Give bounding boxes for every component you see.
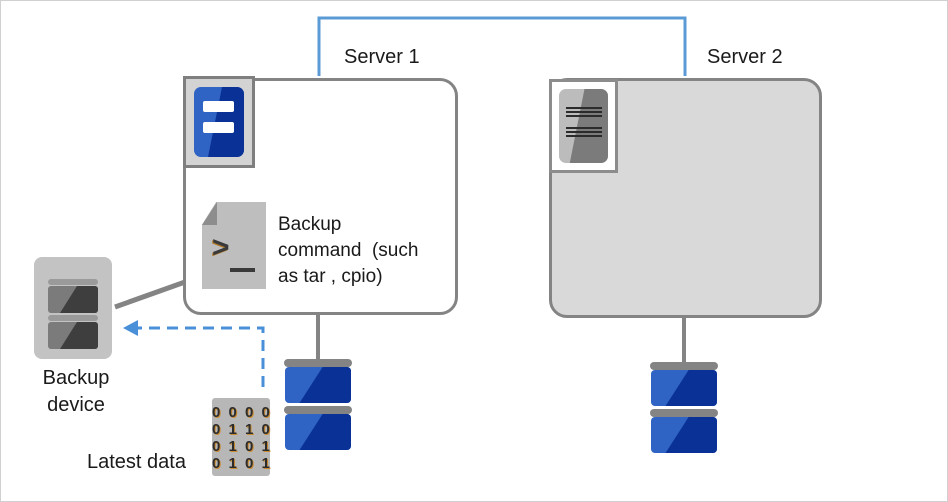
server2-title: Server 2 bbox=[707, 46, 783, 68]
disk-body bbox=[285, 367, 351, 403]
backup-device-label: Backup device bbox=[42, 367, 110, 416]
server-gray-icon bbox=[559, 89, 608, 163]
server-icon-line bbox=[566, 127, 602, 129]
restore-arrowhead-icon bbox=[123, 320, 138, 336]
binary-data-icon: 0 0 0 0 0 1 1 0 0 1 0 1 0 1 0 1 bbox=[212, 398, 270, 476]
disk-cap bbox=[284, 359, 352, 367]
latest-data-label: Latest data bbox=[87, 451, 186, 473]
disk-cap bbox=[284, 406, 352, 414]
network-link-bracket bbox=[317, 16, 687, 76]
server-icon-line bbox=[566, 111, 602, 113]
binary-row: 0 1 1 0 bbox=[212, 421, 272, 438]
server-icon-line bbox=[566, 115, 602, 117]
server-blue-icon bbox=[194, 87, 244, 157]
binary-row: 0 0 0 0 bbox=[212, 404, 272, 421]
tape-cap bbox=[48, 279, 98, 285]
disk-cap bbox=[650, 362, 718, 370]
terminal-document-icon: > bbox=[202, 202, 266, 289]
server1-badge bbox=[183, 76, 255, 168]
disk-body bbox=[285, 414, 351, 450]
tape-body bbox=[48, 322, 98, 349]
disk-body bbox=[651, 417, 717, 453]
server-icon-line bbox=[566, 135, 602, 137]
disk-stack-icon[interactable] bbox=[284, 359, 352, 457]
backup-device-connector bbox=[114, 279, 186, 310]
prompt-chevron-icon: > bbox=[212, 231, 230, 264]
server-icon-line bbox=[566, 131, 602, 133]
tape-cap bbox=[48, 315, 98, 321]
disk-body bbox=[651, 370, 717, 406]
tape-device-icon[interactable] bbox=[34, 257, 112, 359]
prompt-underscore-icon bbox=[230, 268, 255, 272]
backup-command-label: Backup command (such as tar , cpio) bbox=[278, 214, 419, 287]
restore-dashed-path bbox=[129, 326, 265, 387]
server1-title: Server 1 bbox=[344, 46, 420, 68]
server2-badge bbox=[549, 79, 618, 173]
binary-row: 0 1 0 1 bbox=[212, 438, 272, 455]
server-icon-bar bbox=[203, 122, 234, 133]
binary-row: 0 1 0 1 bbox=[212, 455, 272, 472]
disk-cap bbox=[650, 409, 718, 417]
tape-body bbox=[48, 286, 98, 313]
server-icon-bar bbox=[203, 101, 234, 112]
disk-stack-icon[interactable] bbox=[650, 362, 718, 460]
server-icon-line bbox=[566, 107, 602, 109]
